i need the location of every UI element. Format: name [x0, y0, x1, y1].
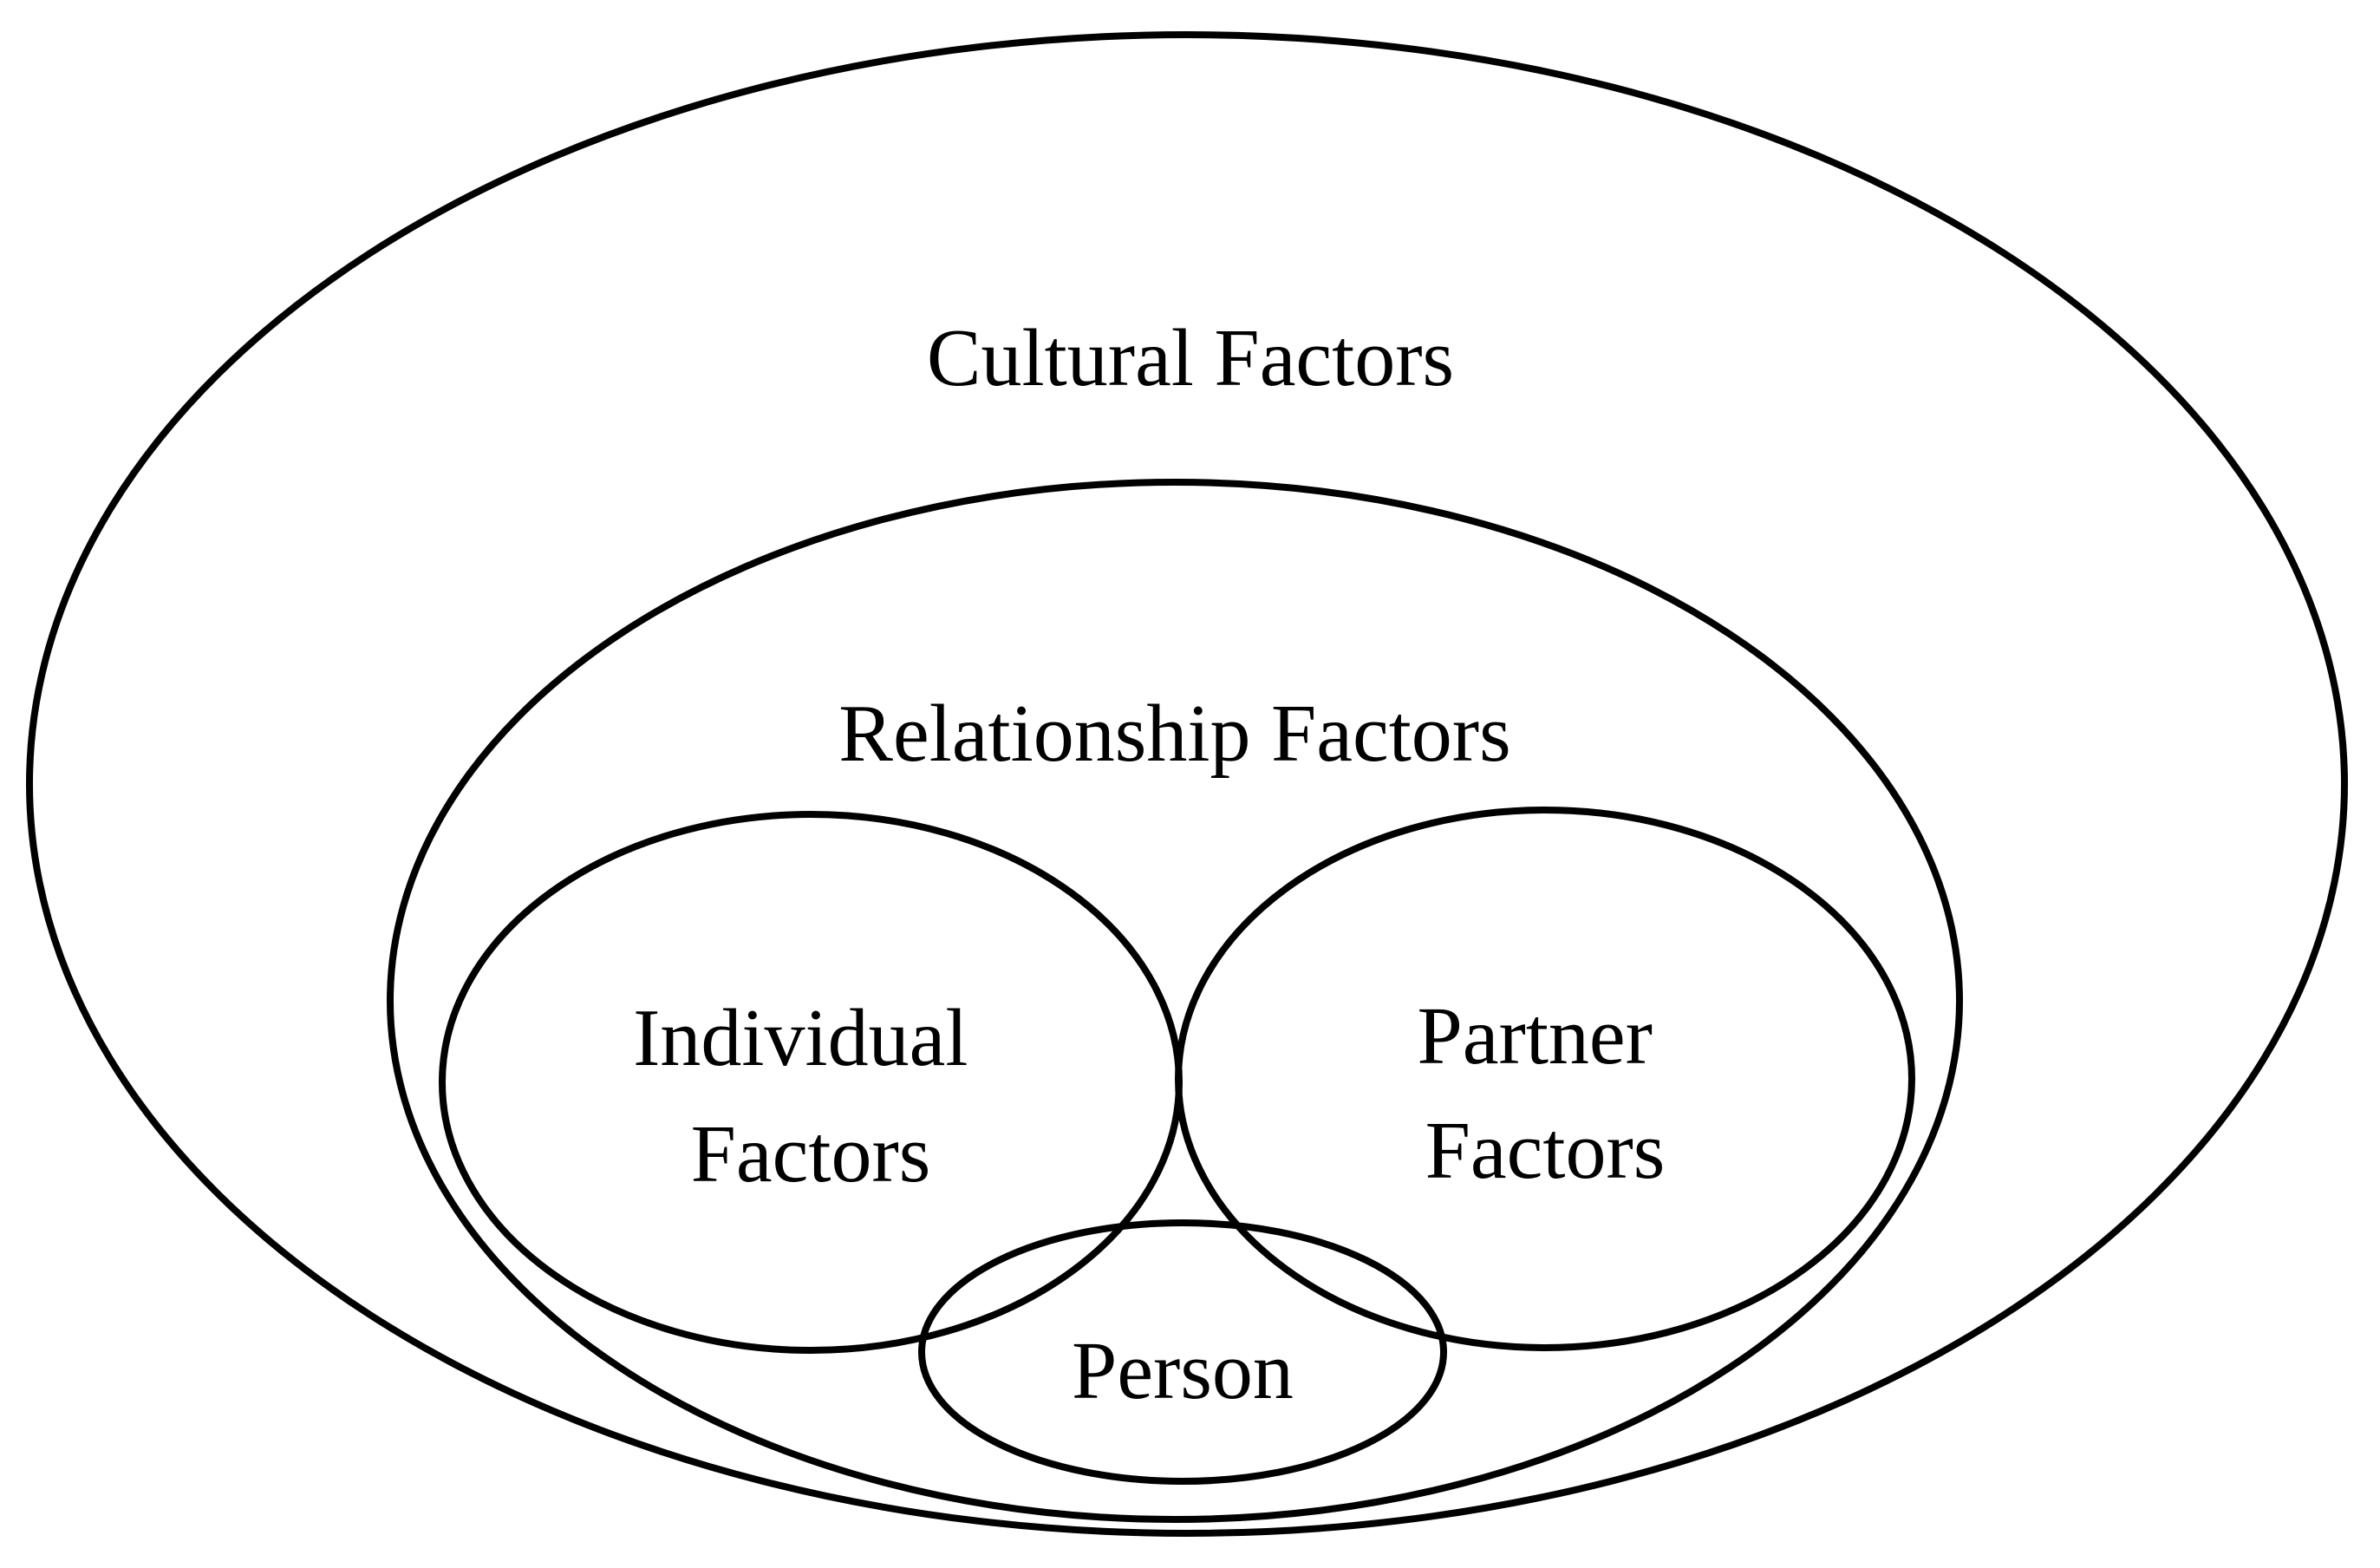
individual-factors-label: Individual Factors [633, 993, 988, 1199]
partner-factors-label: Partner Factors [1418, 991, 1673, 1196]
cultural-factors-label: Cultural Factors [927, 313, 1454, 403]
individual-factors-label-line-1: Individual [633, 993, 968, 1083]
relationship-factors-label: Relationship Factors [838, 689, 1510, 779]
relationship-factors-ellipse [387, 479, 1963, 1523]
person-ellipse [918, 1219, 1447, 1485]
cultural-factors-ellipse [26, 31, 2348, 1537]
partner-factors-ellipse [1175, 807, 1915, 1351]
partner-factors-label-line-1: Partner [1418, 991, 1653, 1081]
individual-factors-label-line-2: Factors [691, 1109, 931, 1199]
person-label: Person [1072, 1326, 1294, 1416]
partner-factors-label-line-2: Factors [1425, 1106, 1666, 1196]
